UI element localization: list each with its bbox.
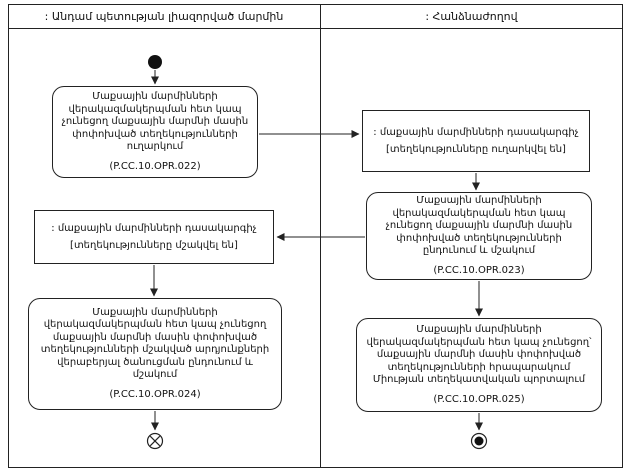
activity-opr023-code: (P.CC.10.OPR.023) bbox=[433, 264, 525, 276]
lane-title-commission: : Հանձնաժողով bbox=[321, 5, 622, 27]
activity-opr025-code: (P.CC.10.OPR.025) bbox=[433, 393, 525, 405]
object-classifier-sent-state: [տեղեկությունները ուղարկվել են] bbox=[386, 144, 566, 155]
lane-header-rule bbox=[8, 28, 623, 29]
flow-final-node bbox=[146, 432, 164, 450]
activity-opr022: Մաքսային մարմինների վերակազմակերպման հետ… bbox=[52, 86, 258, 178]
lane-title-left-label: : Անդամ պետության լիազորված մարմին bbox=[44, 9, 284, 23]
swimlane-divider bbox=[320, 4, 321, 468]
object-classifier-processed-name: : մաքսային մարմինների դասակարգիչ bbox=[51, 223, 257, 234]
activity-opr025: Մաքսային մարմինների վերակազմակերպման հետ… bbox=[356, 318, 602, 412]
activity-opr022-code: (P.CC.10.OPR.022) bbox=[109, 160, 201, 172]
lane-title-authorized-body: : Անդամ պետության լիազորված մարմին bbox=[9, 5, 319, 27]
activity-opr024-code: (P.CC.10.OPR.024) bbox=[109, 388, 201, 400]
initial-node bbox=[148, 55, 162, 69]
object-classifier-sent-name: : մաքսային մարմինների դասակարգիչ bbox=[373, 127, 579, 138]
activity-opr022-text: Մաքսային մարմինների վերակազմակերպման հետ… bbox=[61, 91, 249, 152]
activity-opr023: Մաքսային մարմինների վերակազմակերպման հետ… bbox=[366, 192, 592, 280]
activity-opr024: Մաքսային մարմինների վերակազմակերպման հետ… bbox=[28, 298, 282, 410]
object-classifier-processed: : մաքսային մարմինների դասակարգիչ [տեղեկո… bbox=[34, 210, 274, 264]
activity-opr024-text: Մաքսային մարմինների վերակազմակերպման հետ… bbox=[40, 306, 270, 381]
object-classifier-sent: : մաքսային մարմինների դասակարգիչ [տեղեկո… bbox=[362, 110, 590, 172]
lane-title-right-label: : Հանձնաժողով bbox=[425, 9, 518, 23]
final-node bbox=[470, 432, 488, 450]
activity-opr023-text: Մաքսային մարմինների վերակազմակերպման հետ… bbox=[385, 195, 573, 256]
activity-opr025-text: Մաքսային մարմինների վերակազմակերպման հետ… bbox=[366, 324, 592, 385]
object-classifier-processed-state: [տեղեկությունները մշակվել են] bbox=[70, 240, 238, 251]
